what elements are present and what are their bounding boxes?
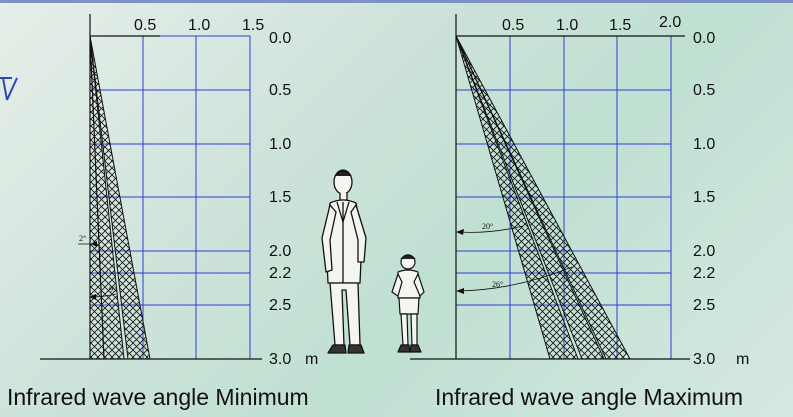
right-height-tick-0: 0.0 [693, 30, 715, 47]
right-angle-label-0: 20° [482, 222, 493, 231]
left-angle-label-1: 9° [109, 285, 116, 294]
left-height-tick-4: 2.0 [269, 243, 291, 260]
right-chart: 0.5 1.0 1.5 2.0 0.0 0.5 1.0 1.5 2.0 2.2 … [410, 14, 749, 368]
child-figure [391, 254, 425, 353]
left-height-tick-7: 3.0 [269, 351, 291, 368]
adult-figure [321, 169, 367, 354]
right-distance-tick-2: 1.5 [609, 17, 631, 34]
right-height-tick-3: 1.5 [693, 189, 715, 206]
right-unit-label: m [736, 351, 749, 368]
left-beam-3 [89, 35, 151, 360]
right-angle-label-1: 26° [492, 280, 503, 289]
right-height-tick-5: 2.2 [693, 265, 715, 282]
right-height-tick-6: 2.5 [693, 297, 715, 314]
left-chart: 0.5 1.0 1.5 0.0 0.5 1.0 1.5 2.0 2.2 2.5 … [40, 14, 318, 368]
left-distance-tick-0: 0.5 [134, 17, 156, 34]
left-distance-tick-1: 1.0 [188, 17, 210, 34]
caption-maximum: Infrared wave angle Maximum [435, 384, 744, 410]
right-angle-arrow-2 [457, 266, 573, 292]
right-beam-1 [455, 35, 579, 360]
left-unit-label: m [305, 351, 318, 368]
left-angle-label-0: 2° [79, 234, 86, 243]
left-grid [90, 35, 251, 359]
left-height-tick-1: 0.5 [269, 82, 291, 99]
left-height-tick-0: 0.0 [269, 30, 291, 47]
left-height-tick-6: 2.5 [269, 297, 291, 314]
right-height-tick-7: 3.0 [693, 351, 715, 368]
right-distance-tick-3: 2.0 [659, 14, 681, 31]
right-distance-tick-0: 0.5 [502, 17, 524, 34]
left-height-tick-3: 1.5 [269, 189, 291, 206]
left-beam-2 [89, 35, 125, 360]
right-distance-tick-1: 1.0 [556, 17, 578, 34]
right-height-tick-1: 0.5 [693, 82, 715, 99]
right-height-tick-4: 2.0 [693, 243, 715, 260]
right-angle-arrow-1 [457, 225, 524, 233]
left-height-tick-2: 1.0 [269, 136, 291, 153]
left-distance-tick-2: 1.5 [242, 17, 264, 34]
left-height-tick-5: 2.2 [269, 265, 291, 282]
top-border [0, 0, 793, 3]
right-beam-3 [455, 35, 631, 360]
logo-fragment [0, 77, 18, 101]
caption-minimum: Infrared wave angle Minimum [7, 384, 309, 410]
right-height-tick-2: 1.0 [693, 136, 715, 153]
